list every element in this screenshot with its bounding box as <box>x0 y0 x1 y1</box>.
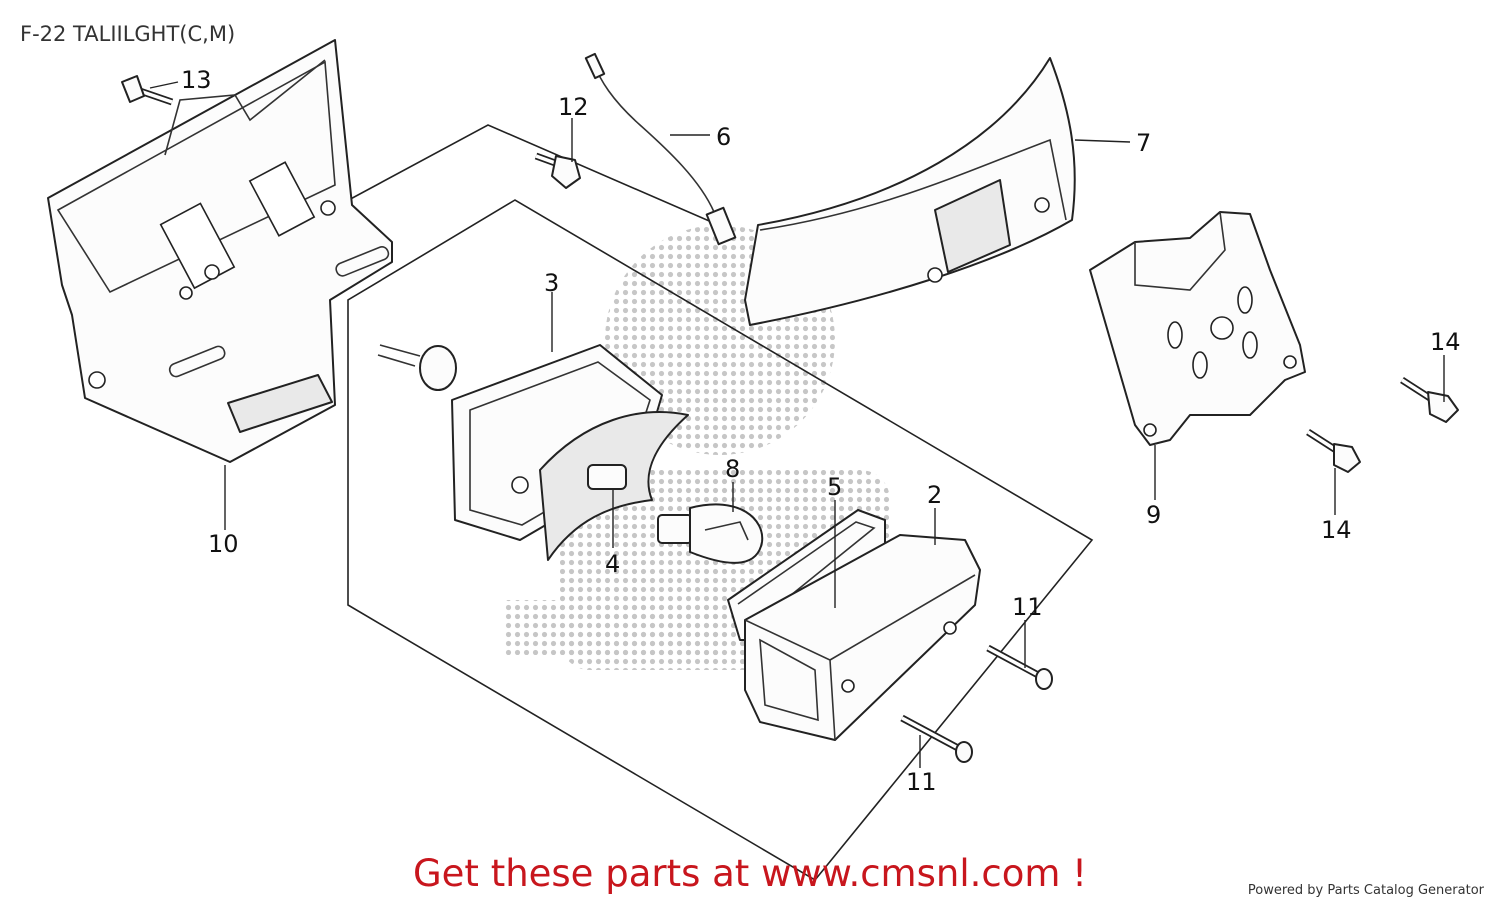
part-6-wire-harness <box>584 52 737 246</box>
leader-lines <box>149 81 1445 768</box>
callout-14-upper: 14 <box>1430 328 1461 356</box>
callout-13: 13 <box>181 66 212 94</box>
part-9-bracket <box>1089 211 1306 446</box>
part-13-screw <box>121 75 174 106</box>
callout-12: 12 <box>558 93 589 121</box>
part-11-screw-lower <box>900 714 973 763</box>
callouts: 13 12 6 7 3 10 4 8 5 2 11 11 9 14 14 <box>181 66 1461 796</box>
callout-5: 5 <box>827 473 842 501</box>
part-7-rear-cover <box>744 57 1076 326</box>
part-12-bolt <box>534 152 581 189</box>
callout-8: 8 <box>725 455 740 483</box>
callout-4: 4 <box>605 550 620 578</box>
part-11-screw-upper <box>986 644 1053 690</box>
callout-11-upper: 11 <box>1012 593 1043 621</box>
diagram-title: F-22 TALIILGHT(C,M) <box>20 22 236 46</box>
callout-14-lower: 14 <box>1321 516 1352 544</box>
part-10-tail-case <box>47 39 393 463</box>
callout-6: 6 <box>716 123 731 151</box>
callout-9: 9 <box>1146 501 1161 529</box>
part-14-bolt-upper <box>1400 377 1459 423</box>
part-14-bolt-lower <box>1306 429 1361 473</box>
callout-7: 7 <box>1136 129 1151 157</box>
callout-3: 3 <box>544 269 559 297</box>
callout-2: 2 <box>927 481 942 509</box>
part-8-bulb <box>657 503 764 564</box>
part-3-base-socket <box>377 344 689 561</box>
part-2-lens <box>744 534 981 741</box>
credit-text: Powered by Parts Catalog Generator <box>1247 883 1484 898</box>
promo-link[interactable]: Get these parts at www.cmsnl.com ! <box>412 852 1087 895</box>
callout-11-lower: 11 <box>906 768 937 796</box>
callout-10: 10 <box>208 530 239 558</box>
